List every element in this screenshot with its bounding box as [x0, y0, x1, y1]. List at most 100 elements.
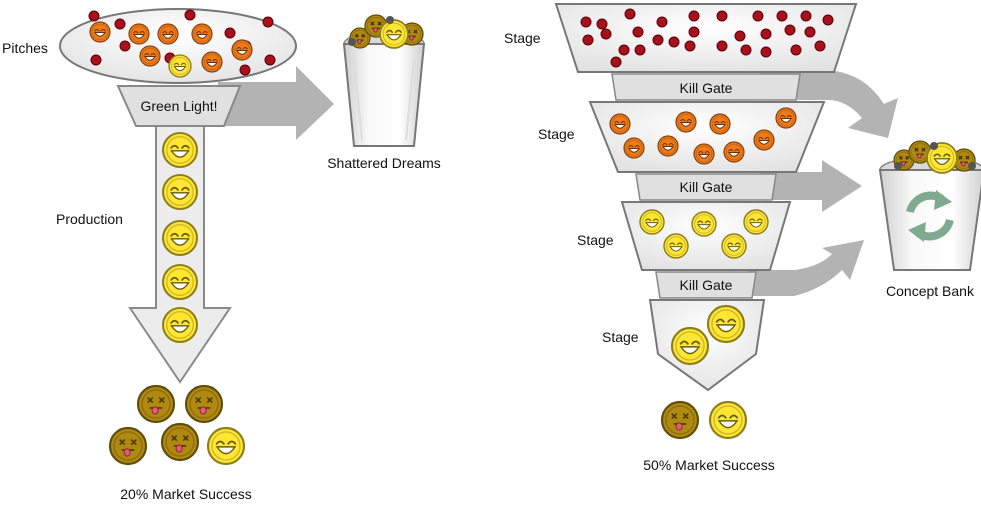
kill-gate-label: Kill Gate [680, 179, 733, 195]
smiley-face-icon [708, 400, 748, 440]
smiley-face-icon [157, 23, 179, 45]
red-dot [610, 56, 622, 68]
stage1-label: Stage [504, 30, 541, 46]
smiley-face-icon [743, 209, 769, 235]
smiley-face-icon [161, 131, 199, 169]
red-dot [760, 28, 772, 40]
red-dot [688, 10, 700, 22]
smiley-face-icon [693, 143, 715, 165]
smiley-face-icon [201, 51, 223, 73]
red-dot [632, 26, 644, 38]
red-dot [740, 44, 752, 56]
red-dot [804, 26, 816, 38]
red-dot [822, 14, 834, 26]
smiley-face-icon [670, 326, 710, 366]
kill-gate3-band [655, 271, 757, 299]
concept-bank-bin [878, 156, 981, 271]
red-dot [580, 16, 592, 28]
shattered-dreams-bin [342, 31, 426, 147]
concept-bank-label: Concept Bank [886, 283, 974, 299]
stage2-label: Stage [538, 126, 575, 142]
gate3-arrow [748, 240, 864, 296]
smiley-face-icon [379, 19, 409, 49]
smiley-face-icon [753, 129, 775, 151]
smiley-face-icon [231, 39, 253, 61]
kill-gate1-band [611, 73, 801, 101]
red-dot [90, 54, 102, 66]
red-dot [688, 26, 700, 38]
smiley-face-icon [206, 426, 246, 466]
smiley-face-icon [161, 306, 199, 344]
smiley-face-icon [139, 45, 161, 67]
red-dot [184, 9, 196, 21]
red-dot [114, 18, 126, 30]
smiley-face-icon [721, 233, 747, 259]
left-funnel [59, 8, 426, 384]
red-dot [119, 40, 131, 52]
smiley-face-icon [191, 23, 213, 45]
kill-gate2-band [635, 173, 777, 201]
faces-layer [88, 8, 976, 466]
red-dot [668, 36, 680, 48]
red-dot [652, 34, 664, 46]
smiley-face-icon [675, 111, 697, 133]
reject-arrow [218, 66, 334, 140]
right-success-label: 50% Market Success [643, 457, 775, 473]
smiley-face-icon [691, 211, 717, 237]
smiley-face-icon [639, 209, 665, 235]
kill-gate-label: Kill Gate [680, 80, 733, 96]
pile-bead [894, 162, 902, 170]
red-dot [716, 10, 728, 22]
smiley-face-icon [657, 135, 679, 157]
red-dot [88, 10, 100, 22]
stage2-shape [588, 101, 826, 173]
red-dot [262, 16, 274, 28]
production-label: Production [56, 211, 123, 227]
smiley-face-icon [706, 304, 746, 344]
red-dot [618, 44, 630, 56]
pile-bead [968, 162, 976, 170]
stage3-label: Stage [577, 232, 614, 248]
smiley-face-icon [168, 54, 192, 78]
smiley-face-icon [128, 23, 150, 45]
smiley-face-icon [609, 113, 631, 135]
left-success-label: 20% Market Success [120, 486, 252, 502]
shattered-dreams-label: Shattered Dreams [327, 155, 441, 171]
red-dot [784, 24, 796, 36]
red-dot [600, 28, 612, 40]
pile-bead [348, 38, 356, 46]
red-dot [596, 18, 608, 30]
red-dot [734, 30, 746, 42]
smiley-face-icon [723, 141, 745, 163]
pile-bead [930, 142, 938, 150]
smiley-face-icon [775, 107, 797, 129]
red-dot [776, 10, 788, 22]
red-dot [684, 40, 696, 52]
recycle-icon [906, 190, 954, 242]
smiley-face-icon [161, 173, 199, 211]
red-dot [239, 64, 251, 76]
dead-face-icon [184, 384, 224, 424]
red-dot [634, 44, 646, 56]
pitches-label: Pitches [2, 40, 48, 56]
smiley-face-icon [161, 263, 199, 301]
red-dot [716, 40, 728, 52]
red-dot [582, 34, 594, 46]
smiley-face-icon [663, 233, 689, 259]
dead-face-icon [160, 422, 200, 462]
red-dot [800, 10, 812, 22]
pile-bead [386, 16, 394, 24]
stage4-label: Stage [602, 329, 639, 345]
red-dot [752, 10, 764, 22]
smiley-face-icon [89, 21, 111, 43]
smiley-face-icon [709, 113, 731, 135]
smiley-face-icon [623, 137, 645, 159]
red-dot [790, 44, 802, 56]
red-dot [224, 27, 236, 39]
red-dot [656, 16, 668, 28]
red-dot [814, 40, 826, 52]
red-dot [624, 8, 636, 20]
red-dot [264, 54, 276, 66]
